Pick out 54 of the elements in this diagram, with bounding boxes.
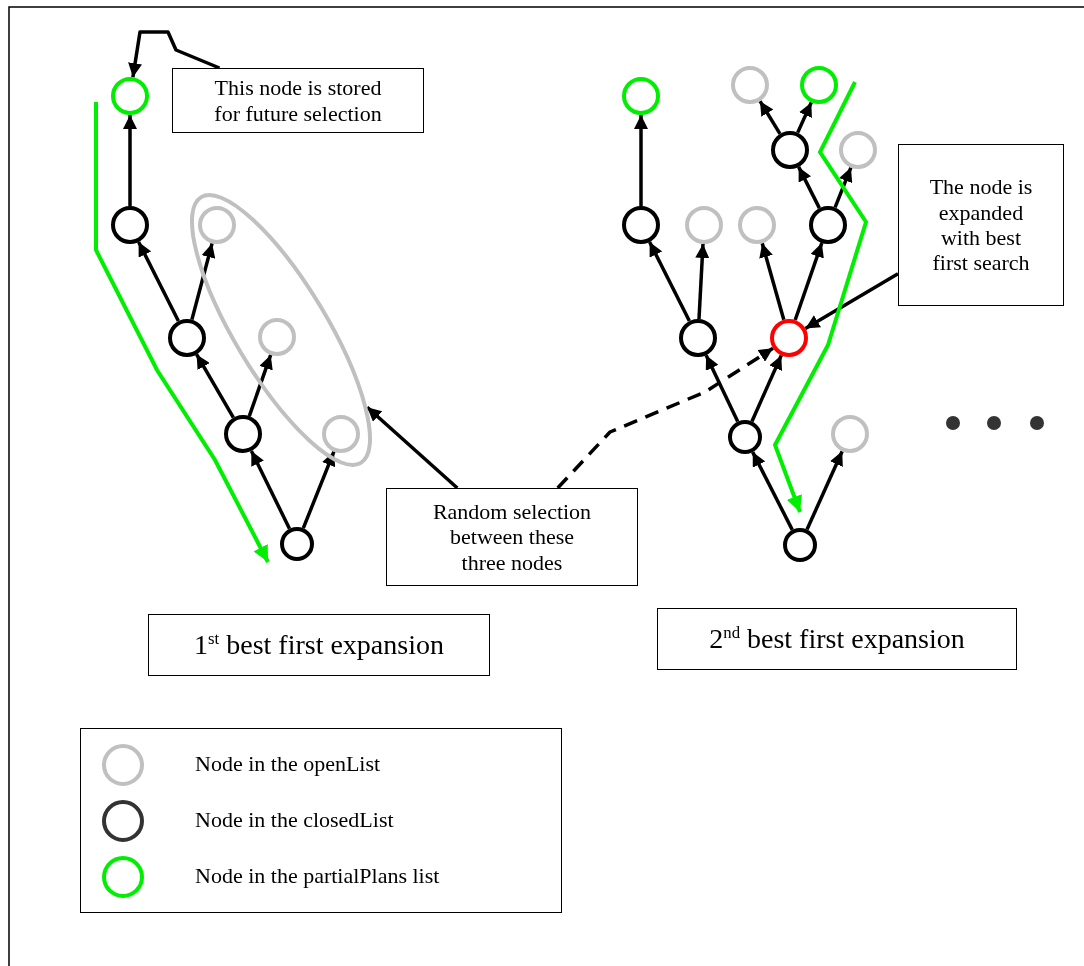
tree-node-circle	[809, 206, 847, 244]
arrow	[805, 450, 844, 531]
arrow	[123, 115, 137, 206]
legend-text: Node in the partialPlans list	[195, 863, 440, 889]
arrow	[695, 243, 710, 320]
arrow	[190, 242, 216, 321]
arrow	[751, 451, 794, 531]
arrow	[249, 450, 292, 530]
tree-node-circle	[679, 319, 717, 357]
tree-node-circle	[738, 206, 776, 244]
leader-arrow	[804, 272, 899, 330]
arrow	[758, 100, 782, 135]
arrow	[796, 101, 813, 134]
tree-node-circle	[770, 319, 808, 357]
caption-box: 1$^{st}$ best first expansion	[148, 614, 490, 676]
arrow	[833, 166, 853, 209]
callout-box: The node is expanded with best first search	[898, 144, 1064, 306]
tree-node-circle	[622, 206, 660, 244]
arrow	[634, 115, 648, 206]
tree-node-circle	[839, 131, 877, 169]
tree-node-circle	[111, 206, 149, 244]
arrow	[793, 242, 824, 321]
arrow	[301, 450, 336, 529]
tree-node-circle	[322, 415, 360, 453]
arrow	[195, 353, 235, 419]
arrow	[247, 354, 273, 417]
tree-node-circle	[258, 318, 296, 356]
arrow	[648, 241, 691, 322]
leader-arrow	[556, 346, 774, 490]
tree-node-circle	[198, 206, 236, 244]
arrow	[137, 241, 180, 322]
leader-arrow	[128, 30, 221, 78]
tree-node-circle	[111, 77, 149, 115]
tree-node-circle	[224, 415, 262, 453]
callout-box: Random selection between these three nodes	[386, 488, 638, 586]
caption-box: 2$^{nd}$ best first expansion	[657, 608, 1017, 670]
tree-node-circle	[728, 420, 762, 454]
legend-text: Node in the openList	[195, 751, 381, 777]
tree-node-circle	[771, 131, 809, 169]
callout-box: This node is stored for future selection	[172, 68, 424, 133]
tree-node-circle	[783, 528, 817, 562]
arrow	[704, 354, 740, 423]
arrow	[797, 166, 821, 209]
tree-node-circle	[280, 527, 314, 561]
arrow	[759, 242, 786, 321]
arrow	[750, 354, 783, 423]
tree-node-circle	[685, 206, 723, 244]
tree-node-circle	[622, 77, 660, 115]
tree-node-circle	[800, 66, 838, 104]
leader-arrow	[366, 405, 459, 490]
tree-node-circle	[731, 66, 769, 104]
tree-node-circle	[168, 319, 206, 357]
tree-node-circle	[831, 415, 869, 453]
legend-text: Node in the closedList	[195, 807, 394, 833]
